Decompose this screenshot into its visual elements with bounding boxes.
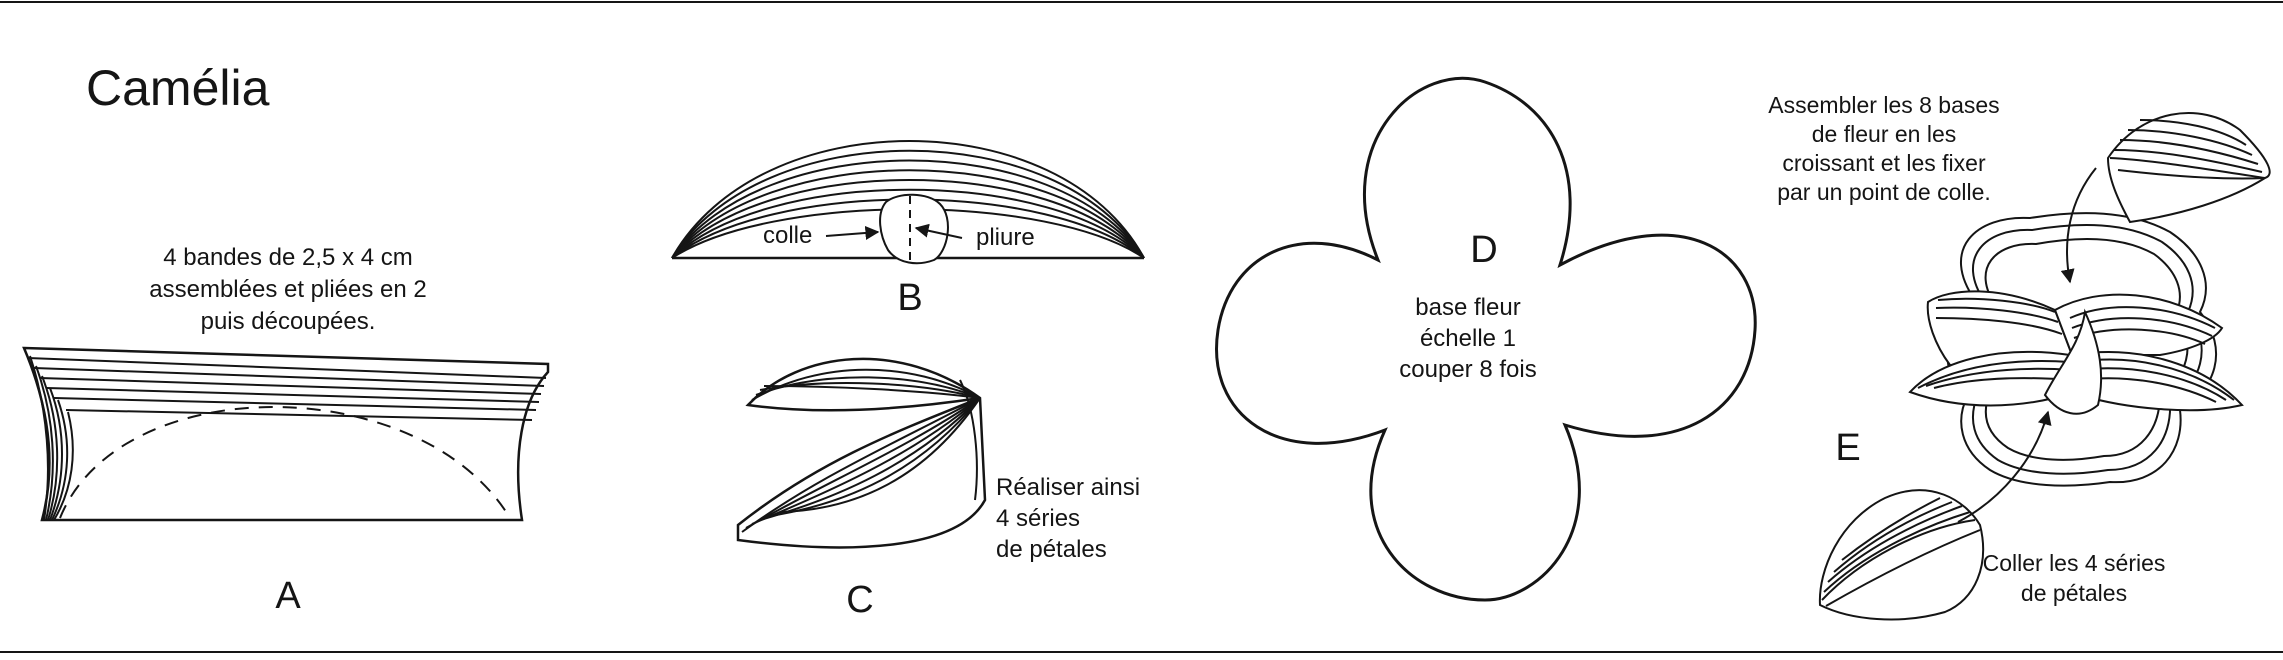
step-e-top-caption-line-4: par un point de colle. — [1777, 179, 1991, 205]
step-e-top-caption-line-1: Assembler les 8 bases — [1768, 92, 2000, 118]
step-b-glue-spot — [879, 193, 949, 265]
step-c-caption-line-3: de pétales — [996, 536, 1107, 563]
step-e-top-caption-line-2: de fleur en les — [1811, 121, 1957, 147]
step-c-caption-line-2: 4 séries — [996, 505, 1081, 532]
step-b-label-glue: colle — [763, 222, 813, 249]
step-a-caption-line-2: assemblées et pliées en 2 — [149, 276, 427, 303]
step-b-folded-petal — [671, 140, 1145, 265]
step-c-petal-series — [736, 357, 987, 549]
step-e-bottom-caption-line-2: de pétales — [2020, 580, 2128, 606]
step-e-letter: E — [1835, 427, 1861, 469]
step-e-bottom-caption-line-1: Coller les 4 séries — [1982, 550, 2166, 576]
step-e-bottom-petal-detail — [1818, 489, 1985, 621]
step-b-glue-arrow — [825, 225, 880, 240]
step-d-flower-base-outline — [1215, 76, 1757, 602]
step-c-caption-line-1: Réaliser ainsi — [996, 474, 1141, 501]
step-a-paper-stack — [22, 346, 550, 522]
step-e-assembled-flower — [1908, 212, 2244, 487]
step-b-letter: B — [897, 277, 923, 319]
step-e-top-arrow — [2060, 167, 2097, 284]
step-e-top-petal-detail — [2106, 112, 2271, 224]
step-b-fold-arrow — [914, 223, 963, 239]
step-b-label-fold: pliure — [976, 224, 1035, 251]
step-a-caption-line-3: puis découpées. — [200, 308, 376, 335]
step-e-top-caption-line-3: croissant et les fixer — [1782, 150, 1986, 176]
step-e-bottom-arrow — [1957, 410, 2052, 523]
step-d-caption-line-2: échelle 1 — [1419, 325, 1517, 352]
step-a-letter: A — [275, 575, 301, 617]
page-title: Camélia — [86, 60, 270, 116]
step-c-letter: C — [846, 579, 874, 621]
step-a-caption-line-1: 4 bandes de 2,5 x 4 cm — [163, 244, 413, 271]
step-d-caption-line-3: couper 8 fois — [1399, 356, 1537, 383]
step-d-caption-line-1: base fleur — [1415, 294, 1521, 321]
step-d-letter: D — [1470, 229, 1498, 271]
